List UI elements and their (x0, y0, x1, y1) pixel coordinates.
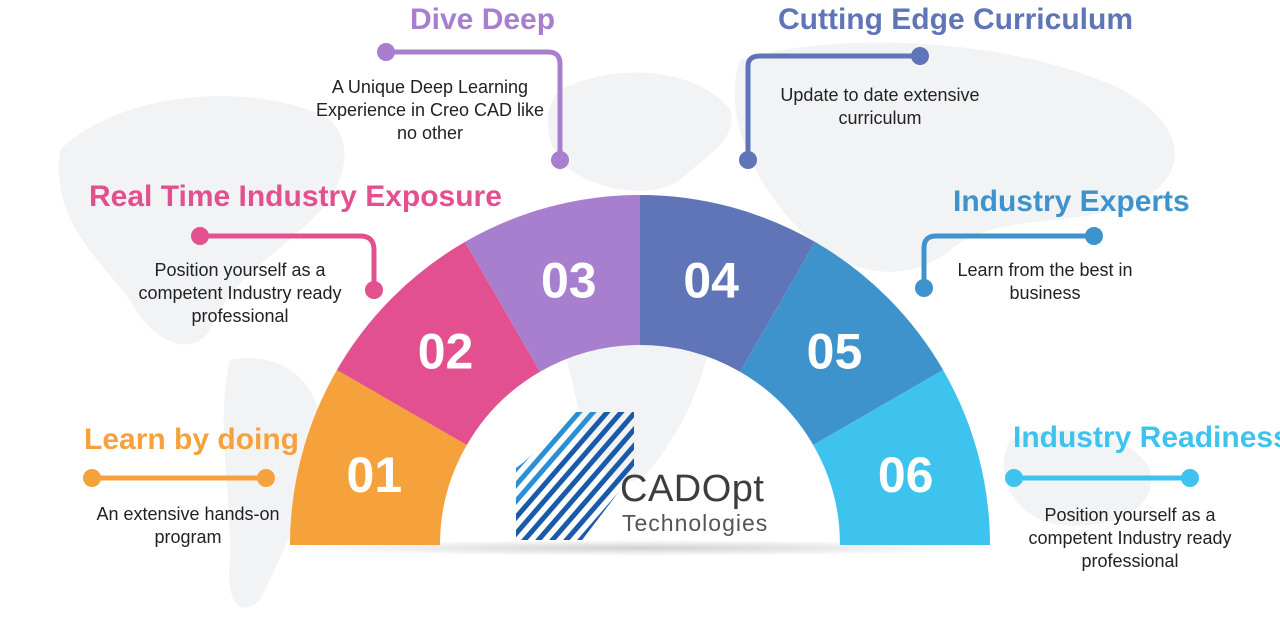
arc-segment-05 (740, 241, 944, 445)
connector-dot-01-2 (257, 469, 275, 487)
item-03-title: Dive Deep (410, 3, 556, 36)
connector-dot-02-1 (191, 227, 209, 245)
segment-number-02: 02 (418, 324, 474, 380)
connector-dot-05-2 (1085, 227, 1103, 245)
segment-number-03: 03 (541, 252, 597, 308)
item-01-title: Learn by doing (84, 423, 300, 456)
connector-line-02 (197, 233, 377, 293)
item-06-title: Industry Readiness (1013, 421, 1280, 454)
connector-dot-05-1 (915, 279, 933, 297)
arc-segment-03 (465, 195, 640, 372)
item-05-desc: Learn from the best in business (957, 260, 1133, 303)
arc-segment-02 (336, 241, 540, 445)
item-01-desc: An extensive hands-on program (96, 504, 280, 547)
connector-dot-01-1 (83, 469, 101, 487)
striped-cad-logo-icon (516, 412, 634, 540)
connector-line-03 (383, 49, 563, 163)
item-03-desc: A Unique Deep Learning Experience in Cre… (315, 77, 545, 143)
item-05-title: Industry Experts (953, 185, 1190, 218)
connector-dot-02-2 (365, 281, 383, 299)
segment-number-05: 05 (807, 324, 863, 380)
item-04-title: Cutting Edge Curriculum (778, 3, 1133, 36)
connector-dot-04-1 (739, 151, 757, 169)
item-02-desc: Position yourself as a competent Industr… (138, 260, 342, 326)
item-02-title: Real Time Industry Exposure (89, 180, 502, 213)
segment-number-01: 01 (347, 447, 403, 503)
connector-dot-03-2 (551, 151, 569, 169)
arc-segment-01 (290, 370, 467, 545)
item-06-desc: Position yourself as a competent Industr… (1028, 505, 1232, 571)
connector-dot-06-2 (1181, 469, 1199, 487)
connector-line-04 (745, 53, 923, 163)
segment-number-06: 06 (878, 447, 934, 503)
segment-number-04: 04 (683, 252, 739, 308)
connector-line-05 (921, 233, 1097, 291)
logo-name: CADOpt (620, 468, 765, 510)
connector-dot-03-1 (377, 43, 395, 61)
cadopt-logo: CADOpt Technologies (516, 412, 786, 542)
item-04-desc: Update to date extensive curriculum (780, 85, 980, 128)
arc-segment-04 (640, 195, 815, 372)
connector-dot-06-1 (1005, 469, 1023, 487)
logo-subtitle: Technologies (622, 510, 769, 536)
connector-dot-04-2 (911, 47, 929, 65)
arc-segment-06 (813, 370, 990, 545)
